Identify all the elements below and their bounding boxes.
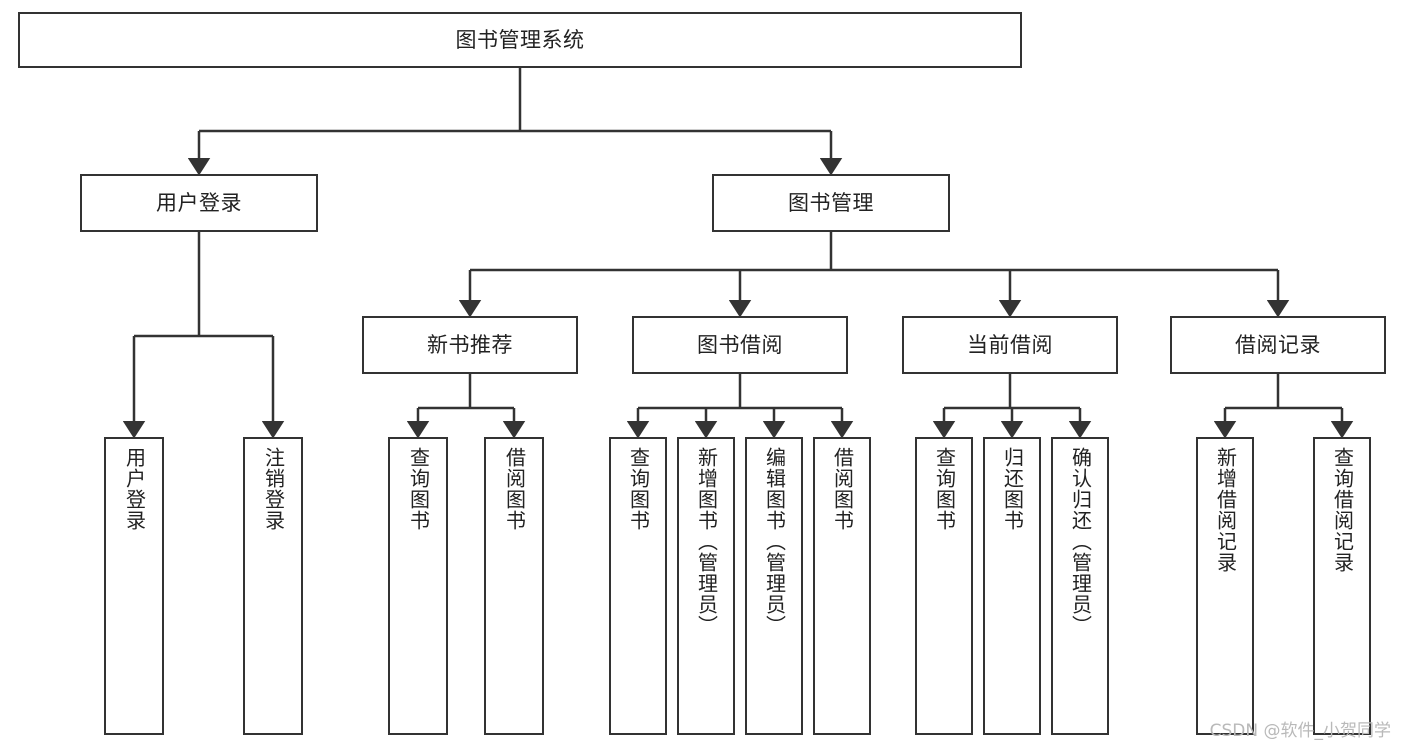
node-leaf-add-borrow-record[interactable]: 新增借阅记录 (1196, 437, 1254, 735)
node-new-book-recommend[interactable]: 新书推荐 (362, 316, 578, 374)
node-leaf-borrow-book-recommend[interactable]: 借阅图书 (484, 437, 544, 735)
node-leaf-confirm-return-admin[interactable]: 确认归还（管理员） (1051, 437, 1109, 735)
node-book-borrow[interactable]: 图书借阅 (632, 316, 848, 374)
node-leaf-query-book-recommend[interactable]: 查询图书 (388, 437, 448, 735)
node-leaf-edit-book-admin-label: 编辑图书（管理员） (762, 447, 787, 636)
node-borrow-records[interactable]: 借阅记录 (1170, 316, 1386, 374)
node-leaf-add-borrow-record-label: 新增借阅记录 (1213, 447, 1238, 573)
node-leaf-add-book-admin[interactable]: 新增图书（管理员） (677, 437, 735, 735)
node-leaf-query-book-borrow-label: 查询图书 (626, 447, 651, 531)
node-leaf-query-borrow-record[interactable]: 查询借阅记录 (1313, 437, 1371, 735)
node-new-book-recommend-label: 新书推荐 (427, 332, 513, 357)
node-leaf-borrow-book[interactable]: 借阅图书 (813, 437, 871, 735)
node-leaf-return-book-label: 归还图书 (1000, 447, 1025, 531)
node-leaf-borrow-book-recommend-label: 借阅图书 (502, 447, 527, 531)
node-current-borrow[interactable]: 当前借阅 (902, 316, 1118, 374)
node-leaf-add-book-admin-label: 新增图书（管理员） (694, 447, 719, 636)
node-book-borrow-label: 图书借阅 (697, 332, 783, 357)
node-leaf-edit-book-admin[interactable]: 编辑图书（管理员） (745, 437, 803, 735)
node-user-login-label: 用户登录 (156, 190, 242, 215)
csdn-watermark: CSDN @软件_小贺同学 (1209, 721, 1391, 741)
node-user-login[interactable]: 用户登录 (80, 174, 318, 232)
node-leaf-query-borrow-record-label: 查询借阅记录 (1330, 447, 1355, 573)
node-root[interactable]: 图书管理系统 (18, 12, 1022, 68)
node-leaf-return-book[interactable]: 归还图书 (983, 437, 1041, 735)
node-root-label: 图书管理系统 (455, 27, 585, 52)
node-leaf-query-book-current[interactable]: 查询图书 (915, 437, 973, 735)
node-leaf-logout[interactable]: 注销登录 (243, 437, 303, 735)
node-book-management-label: 图书管理 (788, 190, 874, 215)
node-current-borrow-label: 当前借阅 (967, 332, 1053, 357)
node-leaf-query-book-current-label: 查询图书 (932, 447, 957, 531)
node-leaf-query-book-recommend-label: 查询图书 (406, 447, 431, 531)
node-leaf-logout-label: 注销登录 (261, 447, 286, 531)
node-leaf-user-login-label: 用户登录 (122, 447, 147, 531)
node-book-management[interactable]: 图书管理 (712, 174, 950, 232)
node-leaf-confirm-return-admin-label: 确认归还（管理员） (1068, 447, 1093, 636)
node-borrow-records-label: 借阅记录 (1235, 332, 1321, 357)
node-leaf-query-book-borrow[interactable]: 查询图书 (609, 437, 667, 735)
node-leaf-borrow-book-label: 借阅图书 (830, 447, 855, 531)
node-leaf-user-login[interactable]: 用户登录 (104, 437, 164, 735)
